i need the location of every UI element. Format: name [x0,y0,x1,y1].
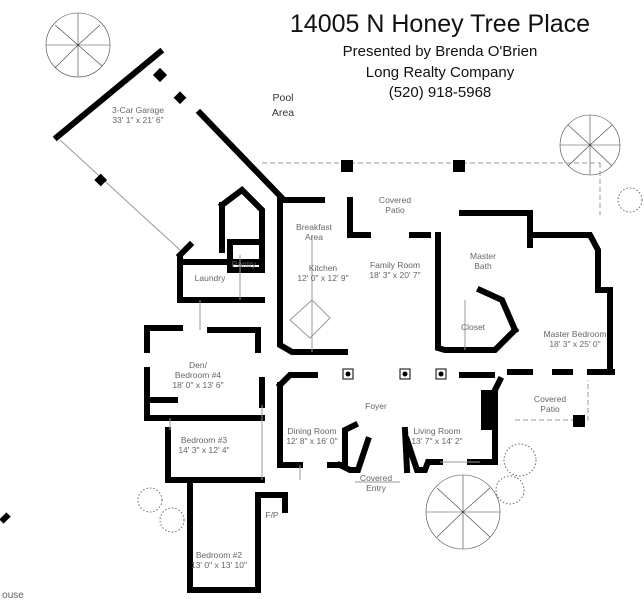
label-laundry: Laundry [195,273,226,283]
room-name: Bedroom #3 [180,435,228,445]
presented-by-text: Presented by Brenda O'Brien [342,43,538,60]
tree-icon [45,12,111,78]
room-name: Covered [533,394,567,404]
room-name: Master [470,251,496,261]
tree-icon [559,114,621,176]
room-name-line2: Bath [474,261,492,271]
room-size: 13' 0" x 13' 10" [190,560,248,570]
label-closet: Closet [461,322,485,332]
room-name: F/P [265,510,279,520]
room-name: Pool [272,92,294,104]
room-name: Breakfast [296,222,332,232]
room-name: ouse [2,590,24,601]
room-size: 18' 3" x 25' 0" [549,339,601,349]
room-name-line2: Entry [366,483,386,493]
room-name: Family Room [369,260,421,270]
room-name: Closet [460,322,486,332]
room-name: Bedroom #2 [195,550,243,560]
room-name-line2: Area [271,107,295,119]
room-name: Foyer [365,401,387,411]
room-name: Kitchen [308,263,338,273]
tree-icon [425,474,501,550]
label-cutoff-house: ouse [2,591,24,601]
shrub-icon [137,187,643,533]
room-size: 14' 3" x 12' 4" [178,445,230,455]
label-foyer: Foyer [365,401,387,411]
room-name: Dining Room [287,426,337,436]
property-address-title: 14005 N Honey Tree Place [289,10,591,38]
room-name-line2: Bedroom #4 [174,370,222,380]
room-size: 18' 3" x 20' 7" [369,270,421,280]
company-name: Long Realty Company [365,64,515,81]
label-fireplace: F/P [265,510,278,520]
room-name: Covered [359,473,393,483]
room-name-line2: Area [305,232,323,242]
room-name-line2: Patio [540,404,560,414]
room-name: Den/ [189,360,207,370]
room-size: 12' 0" x 12' 9" [297,273,349,283]
room-name: Master Bedroom [543,329,607,339]
label-pantry: Pantry [232,259,257,269]
room-name: Covered [378,195,412,205]
room-size: 18' 0" x 13' 6" [172,380,224,390]
phone-number: (520) 918-5968 [388,84,492,101]
room-size: 13' 7" x 14' 2" [411,436,463,446]
room-name: Pantry [231,259,257,269]
room-size: 33' 1" x 21' 6" [112,115,164,125]
room-name: Living Room [413,426,461,436]
room-size: 12' 8" x 16' 0" [286,436,338,446]
room-name: Laundry [194,273,226,283]
room-name-line2: Patio [385,205,405,215]
room-name: 3-Car Garage [112,105,164,115]
